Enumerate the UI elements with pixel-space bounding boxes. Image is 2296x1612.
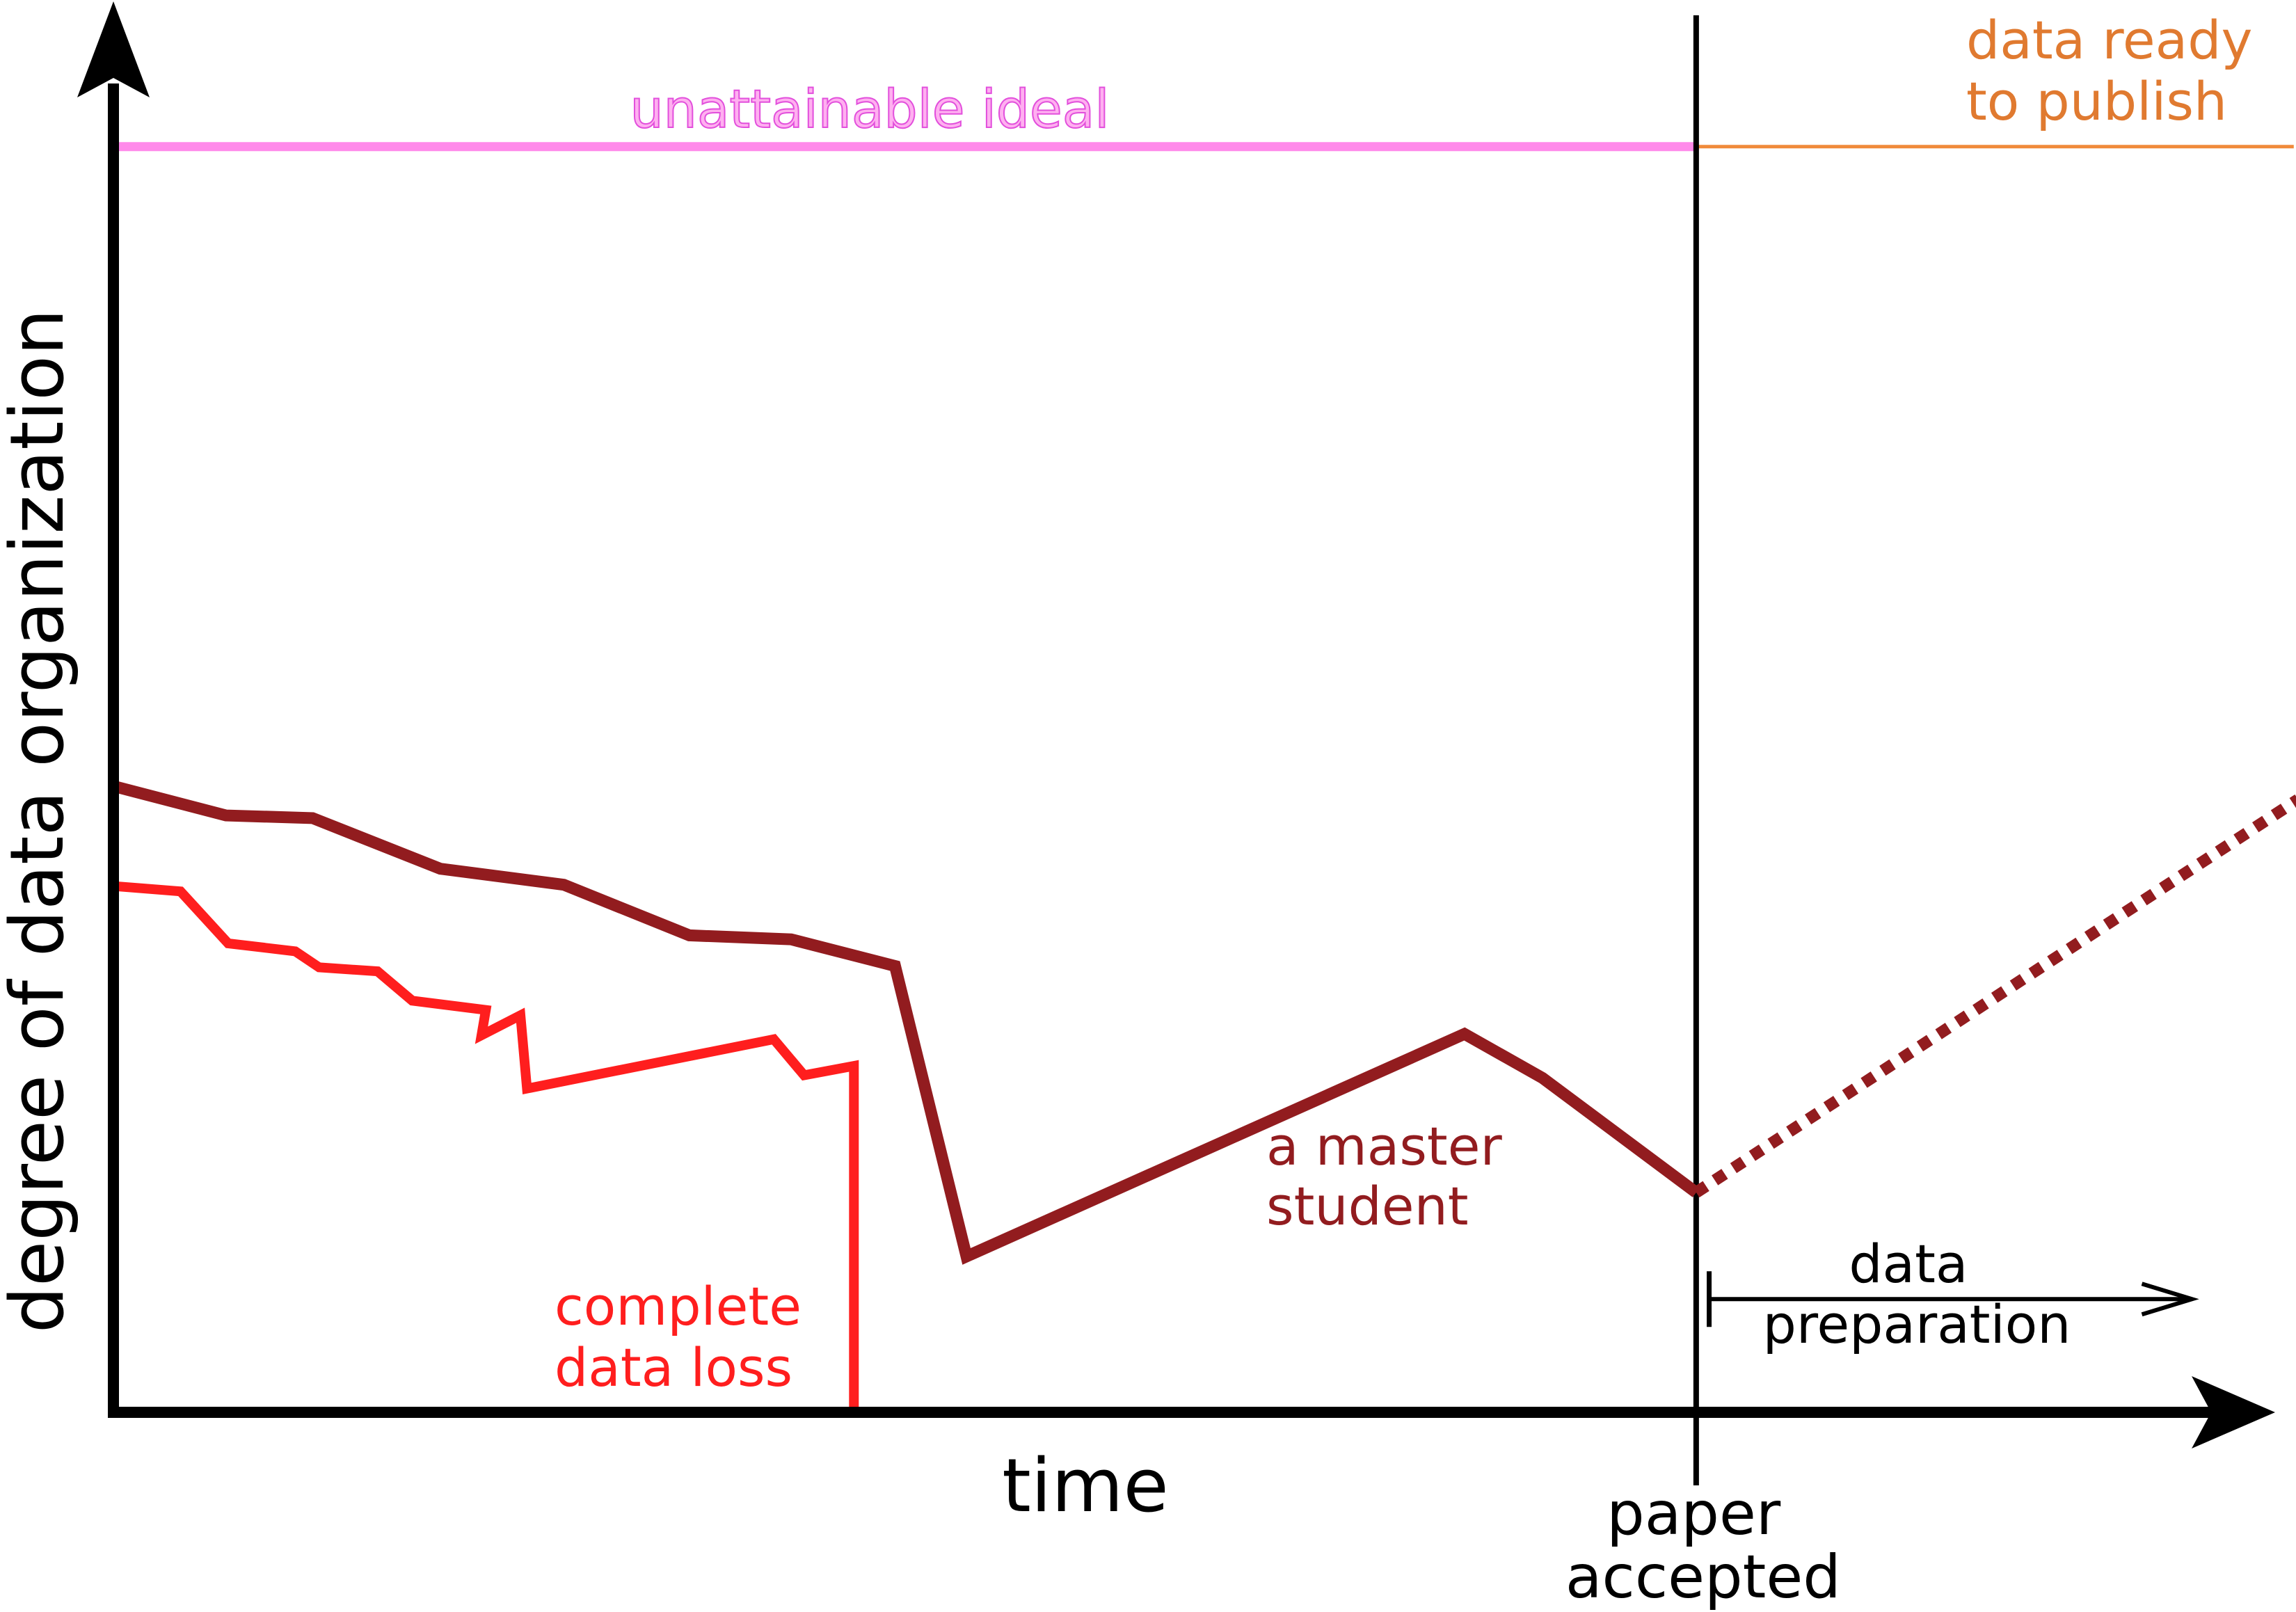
loss-label-line-1: complete <box>555 1275 802 1337</box>
publish-label: data ready to publish <box>1966 9 2270 132</box>
ideal-label: unattainable ideal <box>630 78 1109 140</box>
paper-accepted-label: paper accepted <box>1565 1479 1841 1612</box>
data-loss-line <box>113 881 859 1412</box>
series-layer <box>111 780 2296 1412</box>
event-label-line-2: accepted <box>1565 1542 1841 1612</box>
interval-arrow-head <box>2141 1282 2199 1317</box>
data-loss-label: complete data loss <box>555 1275 818 1398</box>
labels: degree of data organization time unattai… <box>0 9 2270 1612</box>
data-preparation-label: data preparation <box>1763 1233 2071 1355</box>
master-student-label: a master student <box>1266 1115 1519 1237</box>
prep-label-line-1: data <box>1849 1233 1968 1295</box>
publish-label-line-2: to publish <box>1966 70 2227 132</box>
master-student-line <box>111 780 1700 1265</box>
master-student-projection <box>1693 794 2296 1198</box>
event-label-line-1: paper <box>1607 1479 1781 1549</box>
x-axis-arrowhead <box>2192 1376 2275 1449</box>
data-preparation-interval <box>1707 1271 2199 1327</box>
y-axis-arrowhead <box>77 1 150 97</box>
master-label-line-1: a master <box>1266 1115 1502 1177</box>
publish-label-line-1: data ready <box>1966 9 2252 71</box>
master-label-line-2: student <box>1266 1175 1469 1237</box>
axes <box>77 1 2275 1449</box>
x-axis-label: time <box>1002 1443 1168 1529</box>
prep-label-line-2: preparation <box>1763 1293 2071 1355</box>
y-axis-label: degree of data organization <box>0 309 80 1334</box>
loss-label-line-2: data loss <box>555 1336 792 1398</box>
